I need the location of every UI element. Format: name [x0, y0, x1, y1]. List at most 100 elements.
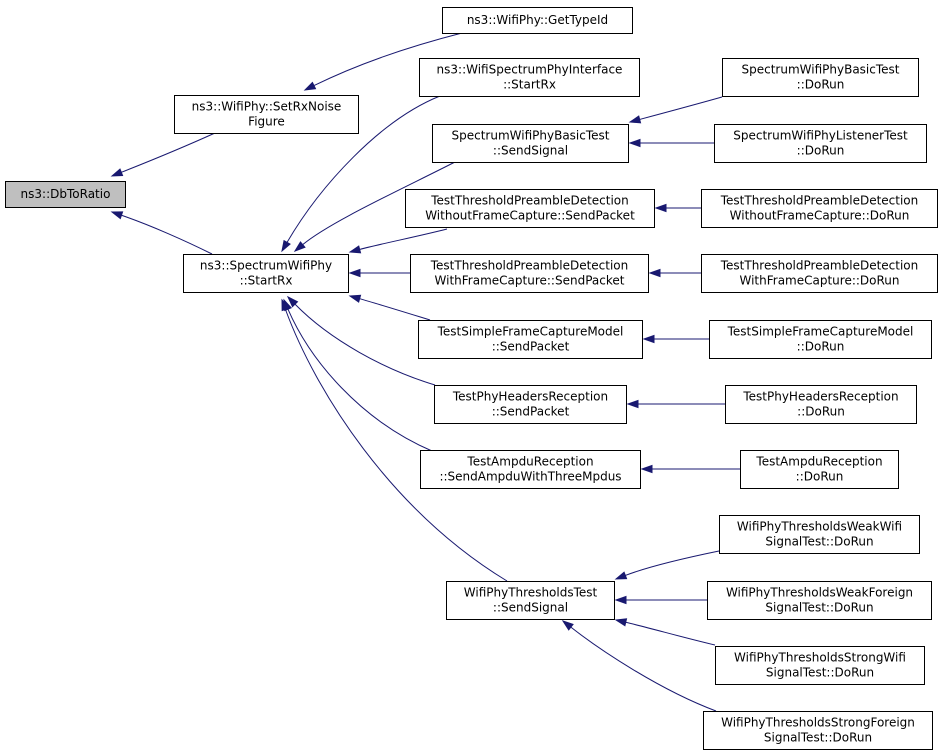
- node-wwifi-run[interactable]: WifiPhyThresholdsWeakWifiSignalTest::DoR…: [719, 515, 920, 554]
- node-box: [703, 711, 933, 750]
- edge-arrowhead: [348, 245, 362, 254]
- node-label-line: ns3::SpectrumWifiPhy: [200, 259, 332, 273]
- edge-arrowhead: [303, 81, 317, 91]
- node-label-line: ::StartRx: [503, 78, 556, 92]
- node-tar-send[interactable]: TestAmpduReception::SendAmpduWithThreeMp…: [420, 450, 641, 489]
- nodes-layer: ns3::DbToRatio ns3::WifiPhy::SetRxNoiseFi…: [5, 7, 938, 750]
- node-wforeign-run[interactable]: WifiPhyThresholdsWeakForeignSignalTest::…: [707, 581, 932, 620]
- edge-line: [313, 32, 463, 87]
- edge-startrx-to-root: [110, 211, 213, 255]
- node-label-line: ::DoRun: [797, 78, 845, 92]
- edge-ttpd_w_run-to-ttpd_w_send: [648, 268, 701, 278]
- edge-arrowhead: [614, 618, 628, 627]
- node-swbt-send[interactable]: SpectrumWifiPhyBasicTest::SendSignal: [432, 124, 629, 163]
- node-ttpd-w-send[interactable]: TestThresholdPreambleDetectionWithFrameC…: [410, 254, 649, 293]
- edge-tar_run-to-tar_send: [640, 464, 740, 474]
- node-box: [715, 646, 925, 685]
- node-wptt-send[interactable]: WifiPhyThresholdsTest::SendSignal: [446, 581, 615, 620]
- node-swifi-run[interactable]: WifiPhyThresholdsStrongWifiSignalTest::D…: [715, 646, 925, 685]
- node-label-line: ::SendPacket: [492, 340, 570, 354]
- node-label-line: TestThresholdPreambleDetection: [720, 259, 919, 273]
- node-label-line: SignalTest::DoRun: [765, 601, 873, 615]
- edge-line: [625, 621, 716, 646]
- edge-gettypeid-to-setrx: [303, 32, 463, 91]
- node-label-line: ::DoRun: [796, 470, 844, 484]
- node-box: [432, 124, 629, 163]
- edge-wsif-to-startrx: [281, 95, 441, 253]
- node-label-line: SignalTest::DoRun: [764, 731, 872, 745]
- node-label-line: WifiPhyThresholdsWeakWifi: [737, 520, 902, 534]
- edge-arrowhead: [628, 115, 642, 124]
- node-label-line: SpectrumWifiPhyBasicTest: [452, 129, 610, 143]
- node-label-line: TestThresholdPreambleDetection: [430, 194, 629, 208]
- node-label-line: ::DoRun: [797, 144, 845, 158]
- node-swlt-run[interactable]: SpectrumWifiPhyListenerTest::DoRun: [714, 124, 927, 163]
- edge-line: [359, 298, 431, 321]
- edge-line: [625, 550, 720, 576]
- edge-line: [294, 303, 436, 386]
- node-box: [420, 450, 641, 489]
- edge-arrowhead: [293, 241, 306, 252]
- node-tphr-send[interactable]: TestPhyHeadersReception::SendPacket: [434, 385, 627, 424]
- node-label-line: WifiPhyThresholdsWeakForeign: [726, 586, 913, 600]
- edge-ttpd_w_send-to-startrx: [348, 268, 410, 278]
- edge-arrowhead: [286, 295, 299, 308]
- node-label-line: ::StartRx: [240, 274, 293, 288]
- edge-arrowhead: [281, 239, 291, 253]
- node-root[interactable]: ns3::DbToRatio: [5, 181, 126, 208]
- edge-swbt_run-to-swbt_send: [628, 96, 723, 124]
- edge-arrowhead: [628, 138, 641, 148]
- node-box: [701, 254, 938, 293]
- edge-arrowhead: [348, 268, 361, 278]
- node-swbt-run[interactable]: SpectrumWifiPhyBasicTest::DoRun: [722, 58, 919, 97]
- node-label-line: TestPhyHeadersReception: [742, 390, 898, 404]
- node-wsif[interactable]: ns3::WifiSpectrumPhyInterface::StartRx: [419, 58, 640, 97]
- node-ttpd-wo-run[interactable]: TestThresholdPreambleDetectionWithoutFra…: [701, 189, 938, 228]
- node-box: [719, 515, 920, 554]
- node-label-line: TestAmpduReception: [755, 455, 882, 469]
- edge-line: [284, 309, 508, 582]
- node-box: [5, 181, 126, 208]
- node-box: [707, 581, 932, 620]
- node-box: [419, 58, 640, 97]
- edge-tphr_send-to-startrx: [286, 295, 436, 386]
- node-tsfcm-send[interactable]: TestSimpleFrameCaptureModel::SendPacket: [418, 320, 643, 359]
- node-tsfcm-run[interactable]: TestSimpleFrameCaptureModel::DoRun: [709, 320, 932, 359]
- edge-swbt_send-to-startrx: [293, 161, 456, 252]
- edge-line: [286, 95, 441, 243]
- edge-tsfcm_run-to-tsfcm_send: [642, 334, 709, 344]
- node-box: [701, 189, 938, 228]
- edges-layer: [110, 32, 740, 712]
- node-box: [434, 385, 627, 424]
- node-box: [446, 581, 615, 620]
- node-ttpd-wo-send[interactable]: TestThresholdPreambleDetectionWithoutFra…: [405, 189, 655, 228]
- edge-wforeign_run-to-wptt_send: [614, 595, 707, 605]
- node-gettypeid[interactable]: ns3::WifiPhy::GetTypeId: [442, 7, 633, 34]
- edge-arrowhead: [614, 571, 628, 580]
- edge-arrowhead: [348, 294, 362, 303]
- node-box: [709, 320, 932, 359]
- edge-arrowhead: [110, 211, 124, 220]
- node-label-line: TestThresholdPreambleDetection: [430, 259, 629, 273]
- node-tphr-run[interactable]: TestPhyHeadersReception::DoRun: [725, 385, 917, 424]
- node-label-line: SignalTest::DoRun: [765, 535, 873, 549]
- node-box: [174, 95, 359, 134]
- node-tar-run[interactable]: TestAmpduReception::DoRun: [740, 450, 899, 489]
- node-box: [725, 385, 917, 424]
- edge-wptt_send-to-startrx: [281, 298, 508, 582]
- node-box: [740, 450, 899, 489]
- node-ttpd-w-run[interactable]: TestThresholdPreambleDetectionWithFrameC…: [701, 254, 938, 293]
- node-label-line: SpectrumWifiPhyListenerTest: [733, 129, 908, 143]
- node-label-line: WithoutFrameCapture::SendPacket: [425, 209, 635, 223]
- node-label-line: TestSimpleFrameCaptureModel: [437, 325, 624, 339]
- node-sforeign-run[interactable]: WifiPhyThresholdsStrongForeignSignalTest…: [703, 711, 933, 750]
- node-label-line: TestAmpduReception: [466, 455, 593, 469]
- node-label-line: ::SendPacket: [492, 405, 570, 419]
- node-label-line: WifiPhyThresholdsStrongWifi: [734, 651, 906, 665]
- node-startrx[interactable]: ns3::SpectrumWifiPhy::StartRx: [183, 254, 349, 293]
- node-box: [714, 124, 927, 163]
- node-label-line: ns3::WifiPhy::GetTypeId: [467, 13, 608, 27]
- edge-tphr_run-to-tphr_send: [626, 399, 725, 409]
- node-box: [405, 189, 655, 228]
